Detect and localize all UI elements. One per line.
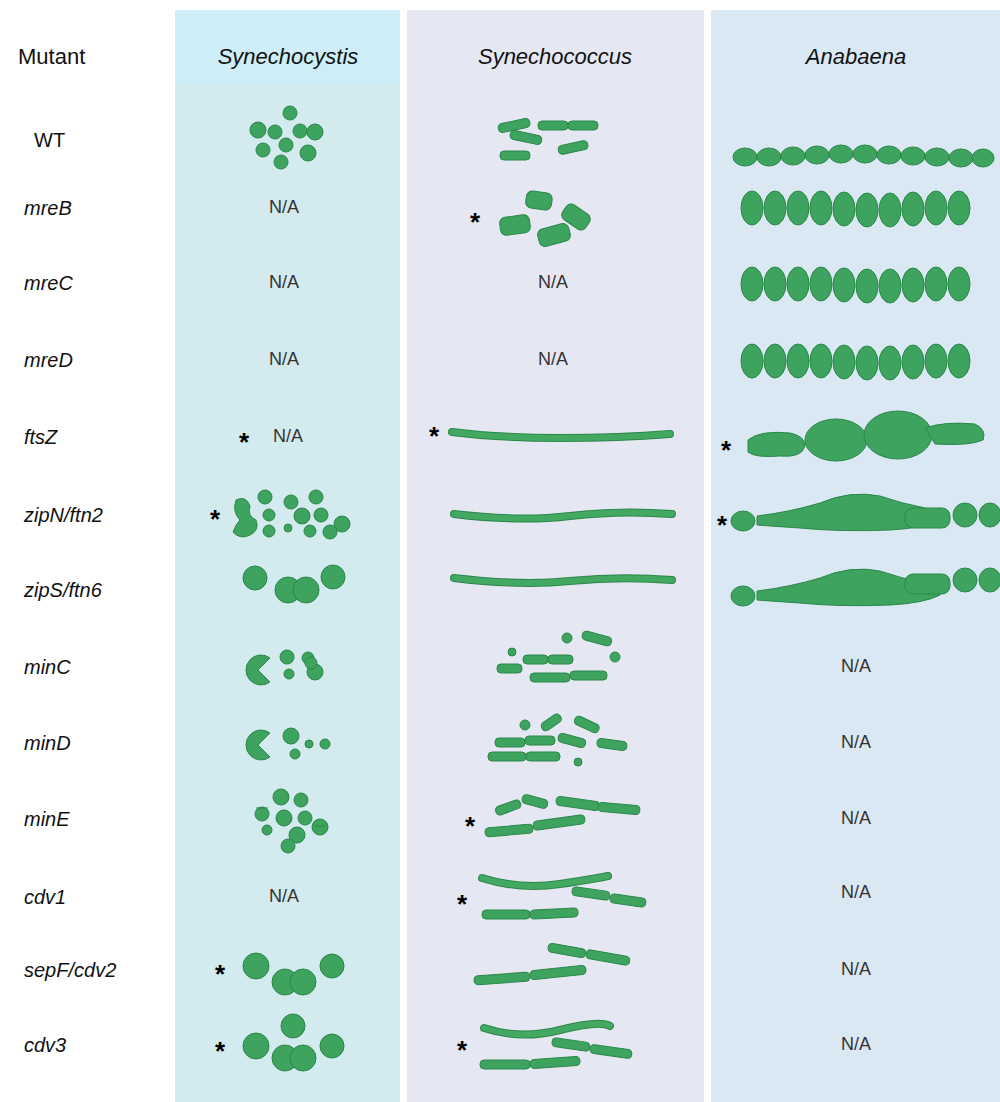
- not-available: N/A: [841, 1035, 871, 1055]
- synechococcus-mind: [488, 712, 627, 766]
- row-label: minC: [24, 656, 71, 678]
- not-available: N/A: [269, 198, 299, 218]
- asterisk-mark: *: [215, 1037, 225, 1066]
- anabaena-zipn: [731, 494, 1000, 531]
- row-label: zipN/ftn2: [24, 504, 103, 526]
- asterisk-mark: *: [239, 428, 249, 457]
- not-available: N/A: [269, 350, 299, 370]
- synechocystis-zipn: [233, 490, 350, 539]
- asterisk-mark: *: [721, 436, 731, 465]
- not-available: N/A: [841, 960, 871, 980]
- not-available: N/A: [269, 887, 299, 907]
- not-available: N/A: [269, 273, 299, 293]
- synechocystis-sepf: [243, 953, 344, 995]
- column-header: Mutant: [18, 45, 85, 69]
- not-available: N/A: [538, 350, 568, 370]
- asterisk-mark: *: [429, 422, 439, 451]
- row-label: cdv1: [24, 886, 66, 908]
- anabaena-zips: [731, 568, 1000, 606]
- synechocystis-mine: [255, 789, 328, 853]
- column-header: Synechocystis: [218, 45, 359, 69]
- synechocystis-mind: [246, 728, 330, 760]
- synechococcus-mine: [485, 794, 641, 837]
- row-label: minD: [24, 732, 71, 754]
- column-bands: [175, 10, 1000, 1102]
- row-label: sepF/cdv2: [24, 959, 116, 981]
- anabaena-mre-rows: [741, 191, 970, 380]
- asterisk-mark: *: [465, 812, 475, 841]
- asterisk-mark: *: [470, 208, 480, 237]
- asterisk-mark: *: [457, 1036, 467, 1065]
- synechococcus-wt: [498, 118, 598, 160]
- synechococcus-filaments: [452, 432, 672, 583]
- not-available: N/A: [841, 657, 871, 677]
- synechococcus-sepf: [474, 943, 631, 985]
- row-label: mreB: [24, 197, 72, 219]
- column-header: Synechococcus: [478, 45, 632, 69]
- asterisk-mark: *: [215, 960, 225, 989]
- synechocystis-wt: [250, 106, 323, 169]
- row-label: cdv3: [24, 1034, 66, 1056]
- not-available: N/A: [273, 427, 303, 447]
- row-label: mreD: [24, 349, 73, 371]
- not-available: N/A: [538, 273, 568, 293]
- row-label: mreC: [24, 272, 73, 294]
- synechococcus-mreb: [499, 190, 593, 248]
- not-available: N/A: [841, 809, 871, 829]
- synechococcus-minc: [497, 630, 620, 682]
- row-label: minE: [24, 808, 70, 830]
- synechococcus-cdv3: [480, 1024, 632, 1069]
- anabaena-wt: [733, 145, 994, 167]
- asterisk-mark: *: [457, 890, 467, 919]
- row-label: ftsZ: [24, 426, 57, 448]
- column-header: Anabaena: [806, 45, 906, 69]
- synechocystis-minc: [246, 650, 323, 685]
- not-available: N/A: [841, 883, 871, 903]
- synechococcus-cdv1: [482, 876, 646, 919]
- not-available: N/A: [841, 733, 871, 753]
- asterisk-mark: *: [210, 505, 220, 534]
- synechocystis-cdv3: [243, 1014, 344, 1071]
- anabaena-ftsz: [748, 411, 984, 461]
- row-label: WT: [34, 129, 65, 151]
- asterisk-mark: *: [717, 511, 727, 540]
- synechocystis-zips: [243, 565, 345, 603]
- row-label: zipS/ftn6: [24, 579, 102, 601]
